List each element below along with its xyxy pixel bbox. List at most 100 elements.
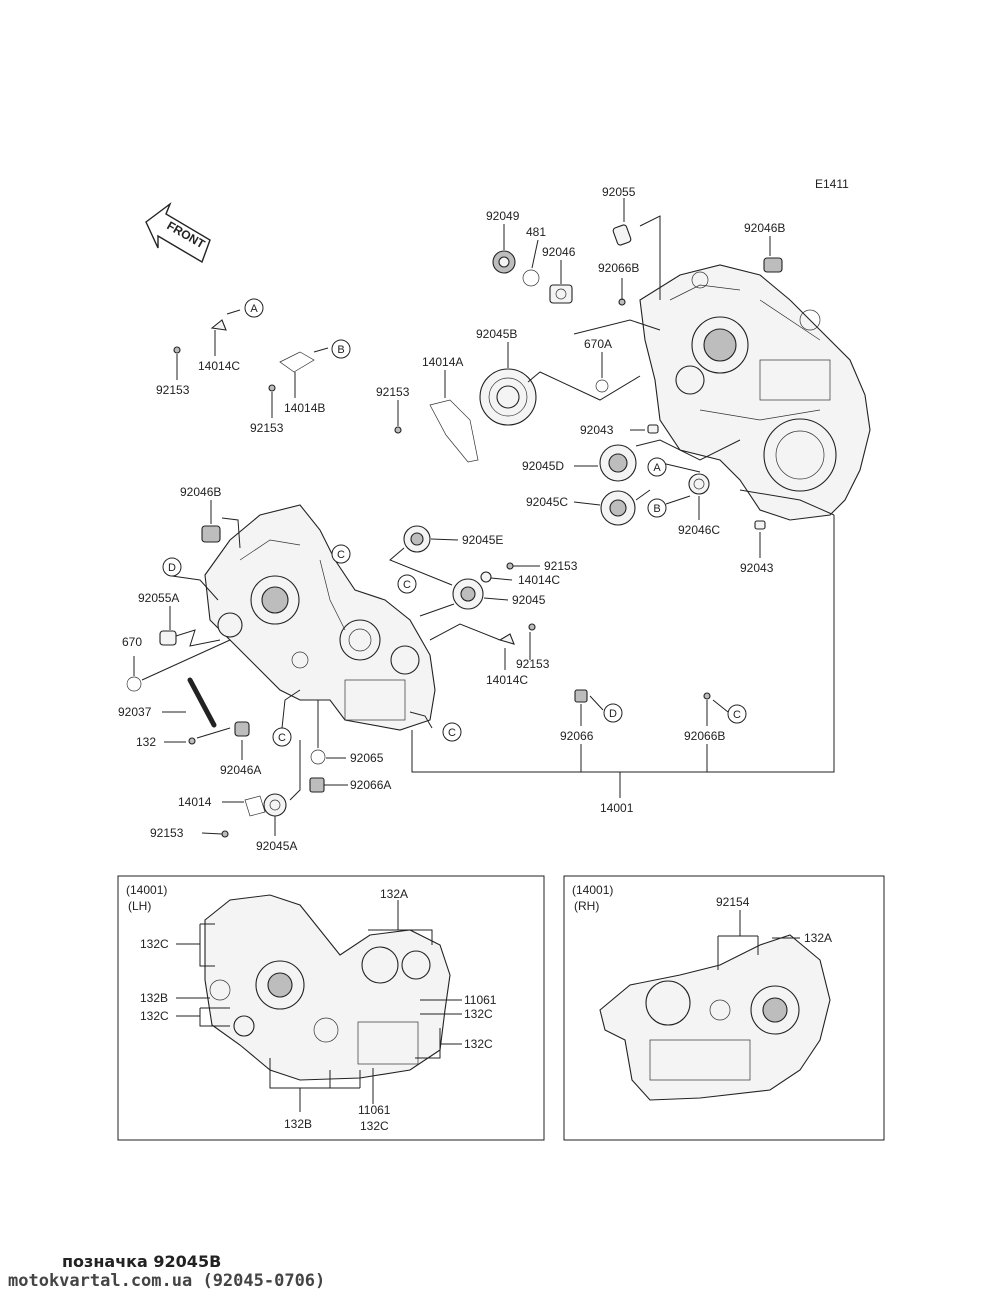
bolt-92153-left1 <box>173 346 181 354</box>
rh-crankcase-half <box>639 264 871 521</box>
label-92046A: 92046A <box>220 763 261 777</box>
circlip-481 <box>522 269 540 287</box>
label-92153-left2: 92153 <box>250 421 284 435</box>
label-92153-bottom: 92153 <box>150 826 184 840</box>
front-arrow: FRONT <box>145 201 211 264</box>
plate-14014 <box>244 795 266 817</box>
seal-92045A <box>263 793 287 817</box>
label-92065: 92065 <box>350 751 384 765</box>
plate-14014C-top <box>210 319 227 331</box>
plug-92066B-low <box>703 692 711 700</box>
lh-label-11061-2: 11061 <box>358 1103 391 1117</box>
lh-inset-box: (14001) (LH) 132A 132C 132B 132C 11061 1… <box>117 875 545 1141</box>
label-92043-a: 92043 <box>580 423 614 437</box>
label-14014: 14014 <box>178 795 212 809</box>
label-92045C: 92045C <box>526 495 568 509</box>
label-14014C-mid: 14014C <box>518 573 560 587</box>
label-670: 670 <box>122 635 142 649</box>
lh-label-132B-2: 132B <box>284 1117 312 1131</box>
callout-a-2: A <box>647 457 667 477</box>
plug-92066A <box>309 777 325 793</box>
callout-c-3: C <box>272 727 292 747</box>
diagram-code: E1411 <box>815 177 849 191</box>
rh-box-title-1: (14001) <box>572 883 613 897</box>
callout-a-1: A <box>244 298 264 318</box>
footer-caption: позначка 92045B <box>62 1252 222 1271</box>
bolt-92153-mid <box>506 562 514 570</box>
label-92043-b: 92043 <box>740 561 774 575</box>
washer-92065 <box>310 749 326 765</box>
part-labels: 92055 92049 481 92046 92066B 92046B 9204… <box>118 185 785 853</box>
label-92045E: 92045E <box>462 533 503 547</box>
rh-box-title-2: (RH) <box>574 899 599 913</box>
plate-14014C-low <box>498 633 515 645</box>
callout-c-1: C <box>331 544 351 564</box>
svg-text:C: C <box>733 709 741 721</box>
rh-label-92154: 92154 <box>716 895 750 909</box>
svg-text:A: A <box>653 462 661 474</box>
label-92153-low: 92153 <box>516 657 550 671</box>
o-ring-670A <box>595 379 609 393</box>
label-92066A: 92066A <box>350 778 391 792</box>
label-14014C-low: 14014C <box>486 673 528 687</box>
lh-label-132C-2: 132C <box>140 1009 169 1023</box>
callout-d-2: D <box>603 703 623 723</box>
lh-label-132B-1: 132B <box>140 991 168 1005</box>
label-92045: 92045 <box>512 593 546 607</box>
label-92066: 92066 <box>560 729 594 743</box>
label-92046B-mid: 92046B <box>180 485 221 499</box>
cover-plate-14014A <box>429 399 479 463</box>
label-92153-top: 92153 <box>376 385 410 399</box>
lh-label-132C-4: 132C <box>464 1037 493 1051</box>
label-92055A: 92055A <box>138 591 179 605</box>
label-670A: 670A <box>584 337 612 351</box>
lh-label-11061-1: 11061 <box>464 993 497 1007</box>
label-14001: 14001 <box>600 801 634 815</box>
svg-text:A: A <box>250 303 258 315</box>
label-92066B-low: 92066B <box>684 729 725 743</box>
label-14014B: 14014B <box>284 401 325 415</box>
svg-text:C: C <box>278 732 286 744</box>
bearing-92046A <box>234 721 250 737</box>
label-92045A: 92045A <box>256 839 297 853</box>
svg-text:D: D <box>168 562 176 574</box>
lh-label-132C-3: 132C <box>464 1007 493 1021</box>
plate-14014C-mid <box>480 571 492 583</box>
bearing-92046B-top <box>763 257 783 273</box>
leader-lines <box>133 198 835 836</box>
ball-bearing-92045B <box>479 368 537 426</box>
dowel-92055 <box>612 224 632 246</box>
shaft-92037 <box>187 677 217 728</box>
svg-text:B: B <box>653 503 660 515</box>
bearing-92045E <box>403 525 431 553</box>
lh-box-title-1: (14001) <box>126 883 167 897</box>
lh-label-132C-1: 132C <box>140 937 169 951</box>
label-92049: 92049 <box>486 209 520 223</box>
label-92046C: 92046C <box>678 523 720 537</box>
label-92153-mid: 92153 <box>544 559 578 573</box>
lh-label-132A: 132A <box>380 887 408 901</box>
lh-label-132C-5: 132C <box>360 1119 389 1133</box>
bolt-92153-top <box>394 426 402 434</box>
plug-92066 <box>574 689 588 703</box>
o-ring-670 <box>126 676 142 692</box>
bearing-92045D <box>599 444 637 482</box>
label-92046B-top: 92046B <box>744 221 785 235</box>
bolt-92153-left2 <box>268 384 276 392</box>
bearing-92045 <box>452 578 484 610</box>
label-92045D: 92045D <box>522 459 564 473</box>
dowel-92043-a <box>647 424 659 434</box>
label-92066B-top: 92066B <box>598 261 639 275</box>
label-92045B: 92045B <box>476 327 517 341</box>
svg-text:D: D <box>609 708 617 720</box>
rh-inset-box: (14001) (RH) 92154 132A <box>563 875 885 1141</box>
lh-box-title-2: (LH) <box>128 899 151 913</box>
bearing-92045C <box>600 490 636 526</box>
callout-d-1: D <box>162 557 182 577</box>
callout-c-4: C <box>442 722 462 742</box>
bearing-92049 <box>492 250 516 274</box>
footer-site: motokvartal.com.ua (92045-0706) <box>8 1271 326 1291</box>
label-92046: 92046 <box>542 245 576 259</box>
